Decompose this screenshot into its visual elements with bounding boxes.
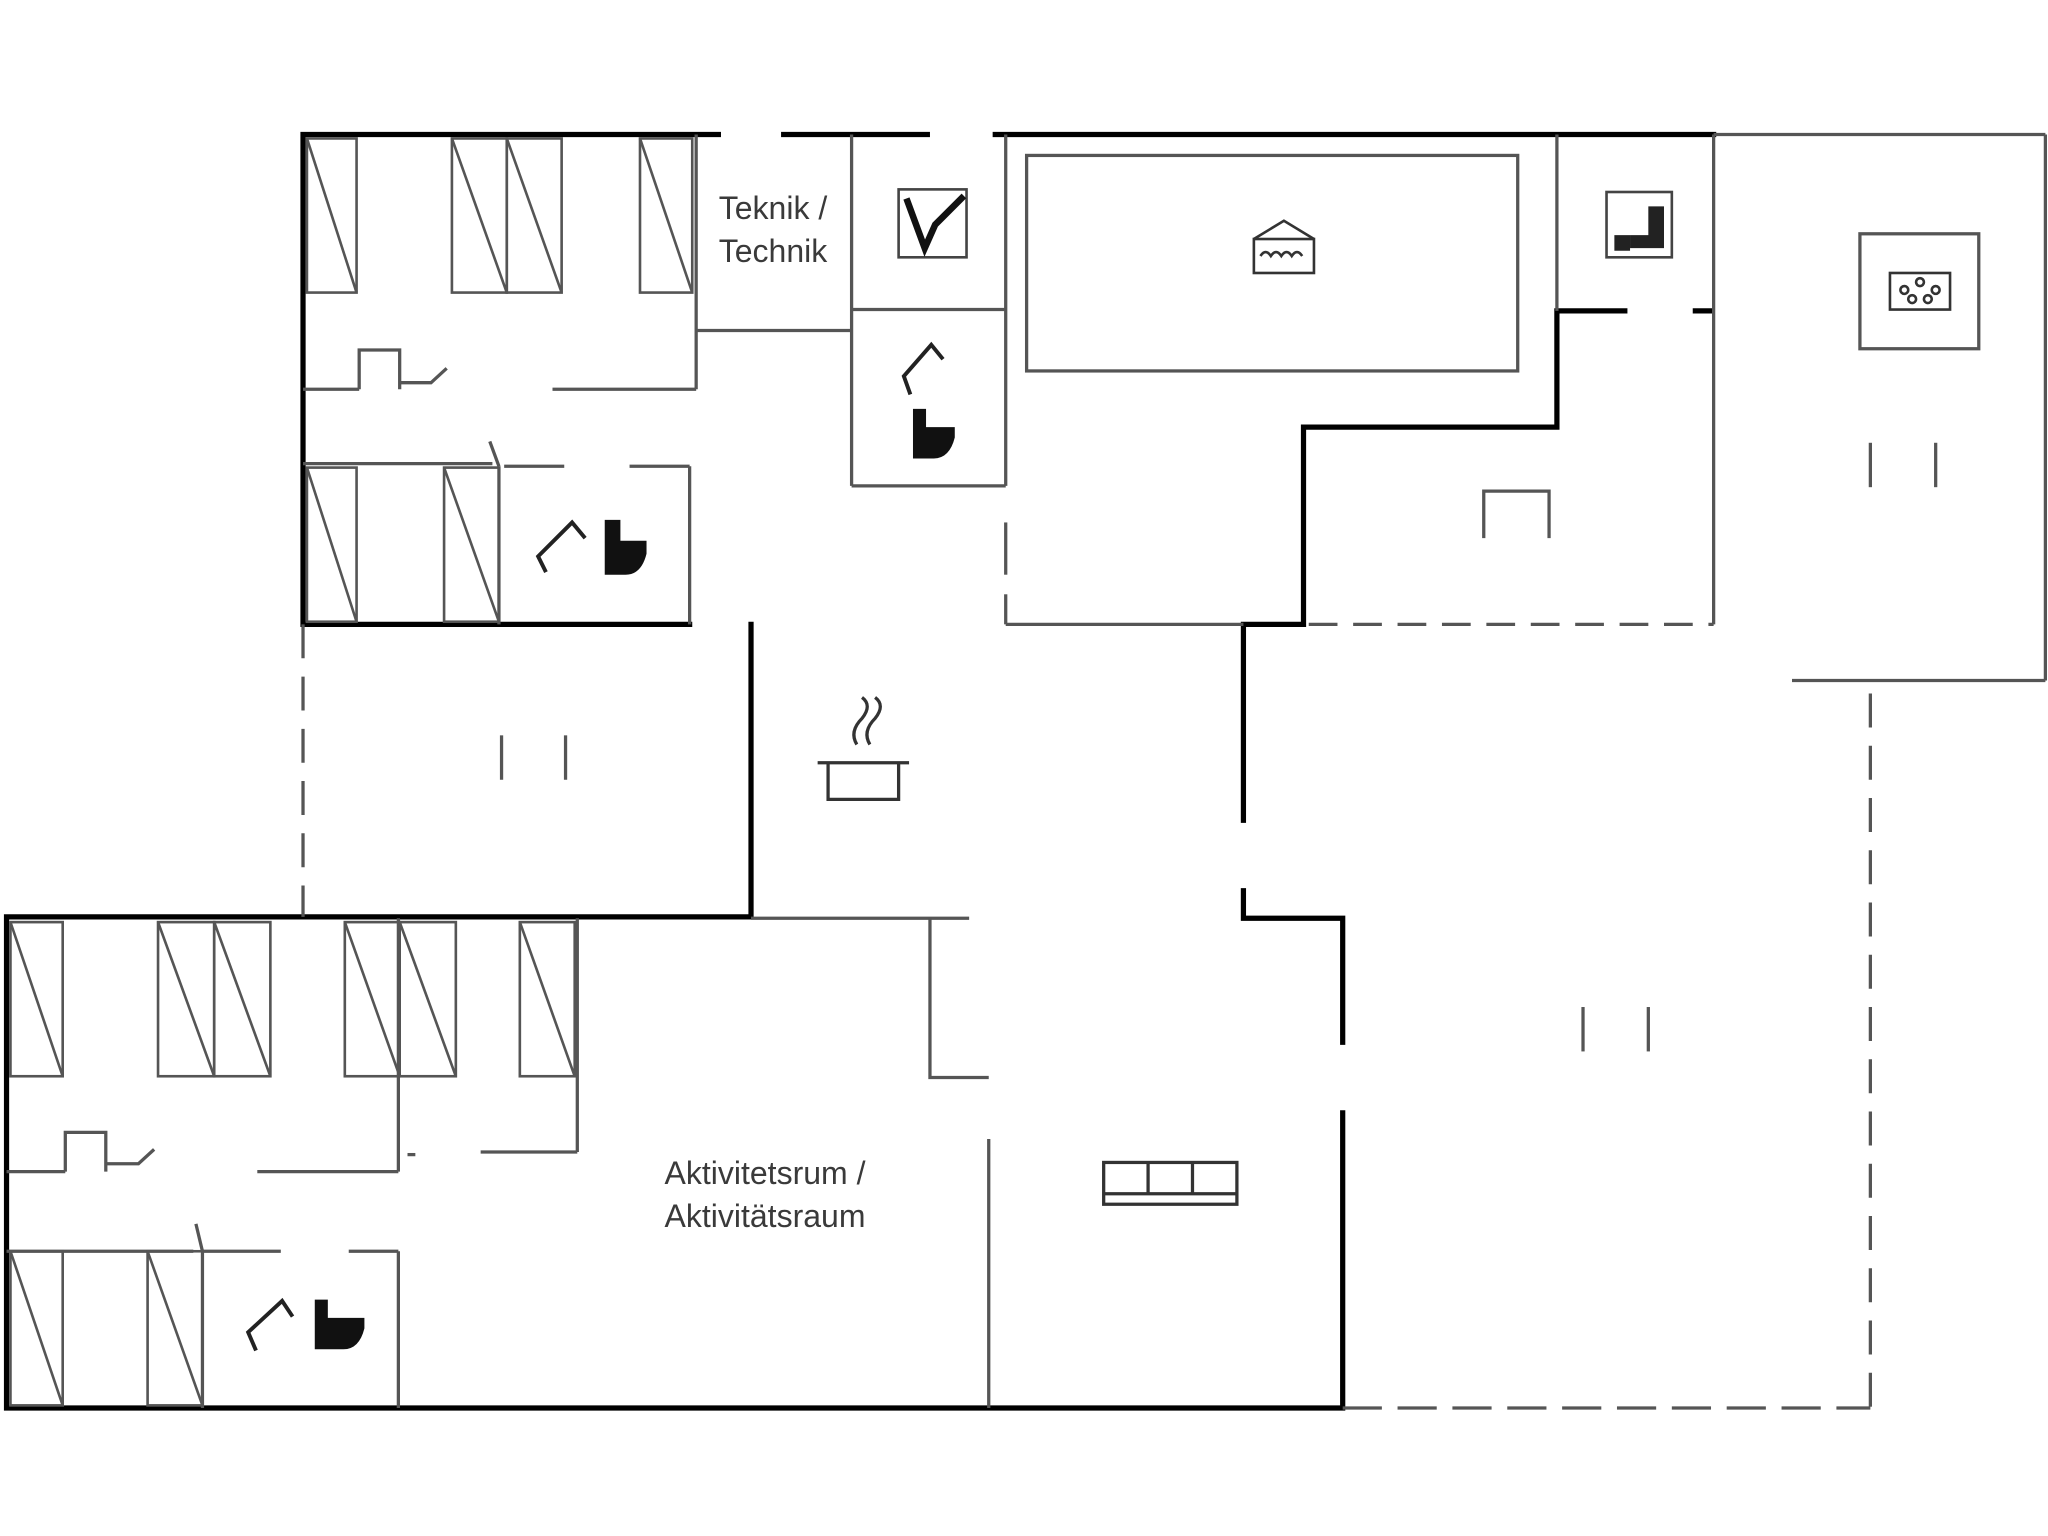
aktivitet-label-line2: Aktivitätsraum — [664, 1198, 866, 1234]
technik-label-line1: Teknik / — [718, 190, 828, 226]
spa-icon — [1252, 219, 1316, 275]
whirlpool-icon — [1888, 271, 1952, 311]
cooking-pot-icon — [817, 696, 910, 801]
technik-label-line2: Technik — [718, 233, 828, 269]
room-label-aktivitet: Aktivitetsrum / Aktivitätsraum — [620, 1152, 910, 1238]
room-label-technik: Teknik / Technik — [688, 187, 858, 273]
interior-walls — [6, 132, 2048, 1410]
aktivitet-label-line1: Aktivitetsrum / — [664, 1155, 866, 1191]
built-in-beds — [9, 137, 694, 1407]
toilet-icon — [314, 408, 955, 1350]
washing-machine-icon — [897, 188, 968, 259]
sofa-icon — [1102, 1160, 1239, 1206]
shower-icon — [245, 341, 945, 1352]
sauna-icon — [1605, 190, 1674, 259]
